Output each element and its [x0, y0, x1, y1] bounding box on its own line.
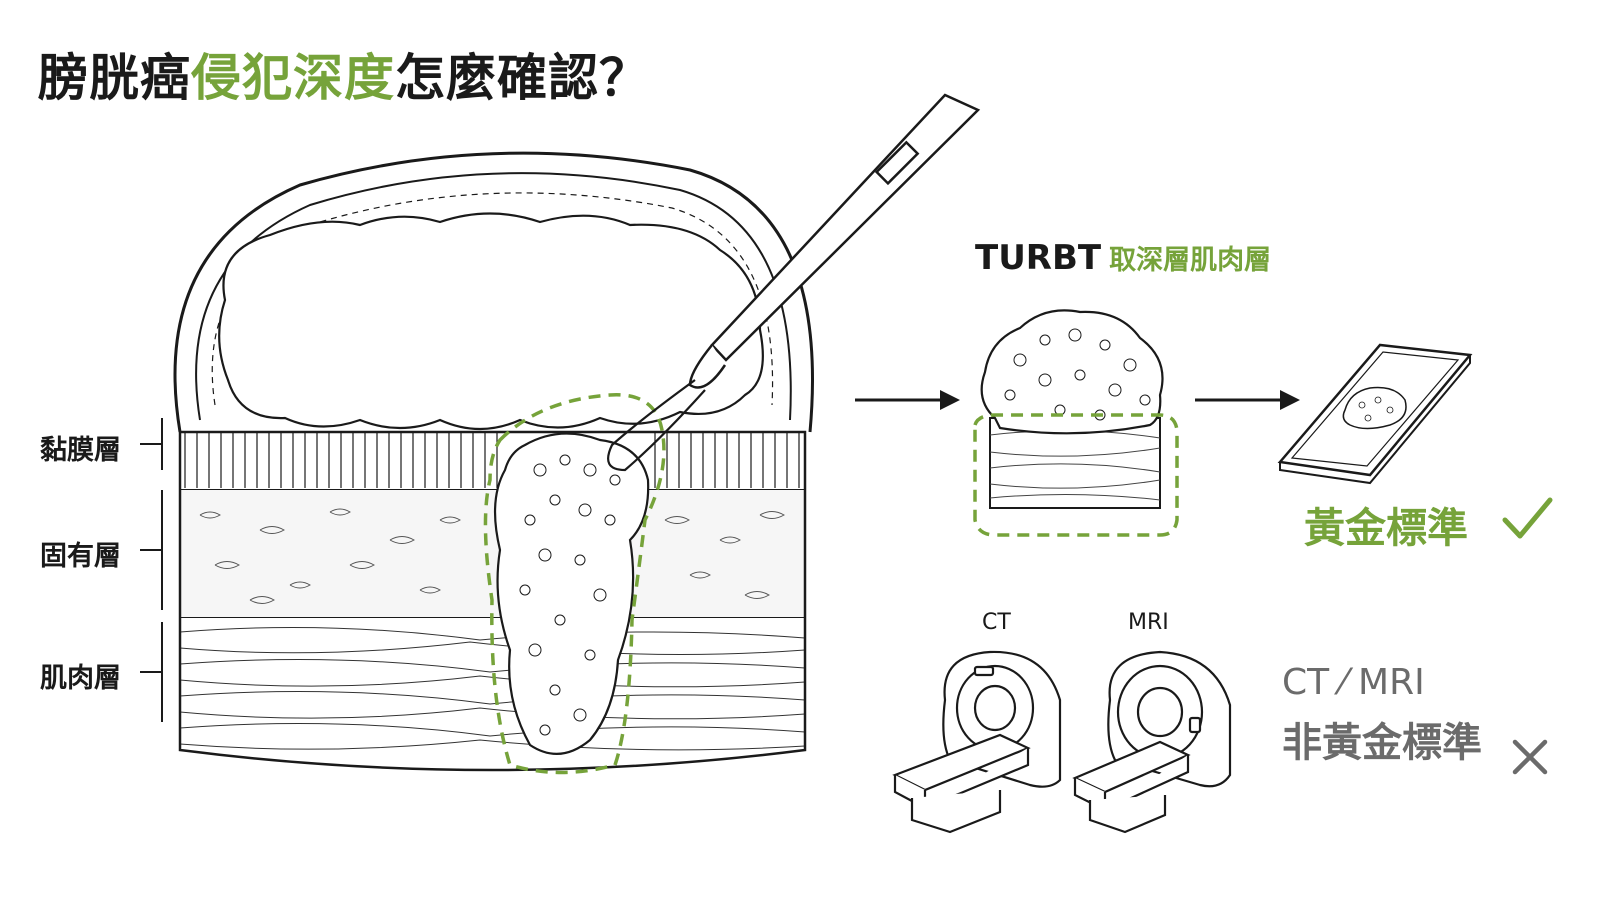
layer-label-lamina-propria: 固有層 — [40, 541, 121, 572]
mri-label: MRI — [1128, 610, 1169, 635]
ct-mri-combined-label: CT ⁄ MRI — [1282, 662, 1425, 703]
layer-label-mucosa: 黏膜層 — [40, 435, 121, 466]
tumor-texture — [519, 454, 621, 736]
resection-outline — [483, 393, 666, 775]
bladder-inner-wall — [195, 172, 792, 421]
check-icon — [1502, 497, 1553, 539]
tumor-mass — [493, 432, 650, 755]
title-part1: 膀胱癌 — [38, 49, 191, 107]
gold-standard-label: 黃金標準 — [1304, 504, 1468, 552]
turbt-specimen — [973, 309, 1179, 537]
title-highlight: 侵犯深度 — [191, 49, 395, 107]
resectoscope — [607, 93, 981, 472]
bladder-outer-wall — [173, 151, 814, 433]
layer-brackets — [140, 418, 163, 722]
x-icon — [1512, 739, 1548, 775]
wall-outline — [178, 430, 807, 772]
mri-scanner-icon — [1072, 650, 1232, 834]
ct-scanner-icon — [892, 650, 1062, 834]
pathology-slide — [1277, 343, 1473, 485]
layer-label-muscle: 肌肉層 — [40, 663, 121, 694]
turbt-label: TURBT — [975, 238, 1102, 278]
arrow-to-specimen — [855, 390, 960, 410]
not-gold-standard-label: 非黃金標準 — [1282, 720, 1482, 766]
bladder-lumen — [218, 212, 764, 431]
page-title: 膀胱癌侵犯深度怎麼確認？ — [38, 38, 650, 110]
mucosa-cells — [184, 432, 800, 488]
ct-label: CT — [982, 610, 1011, 635]
specimen-muscle-outline — [973, 413, 1179, 537]
title-part2: 怎麼確認？ — [395, 49, 650, 107]
arrow-to-slide — [1195, 390, 1300, 410]
turbt-desc: 取深層肌肉層 — [1109, 245, 1272, 276]
lamina-propria-texture — [199, 508, 785, 604]
muscle-texture — [180, 627, 805, 751]
